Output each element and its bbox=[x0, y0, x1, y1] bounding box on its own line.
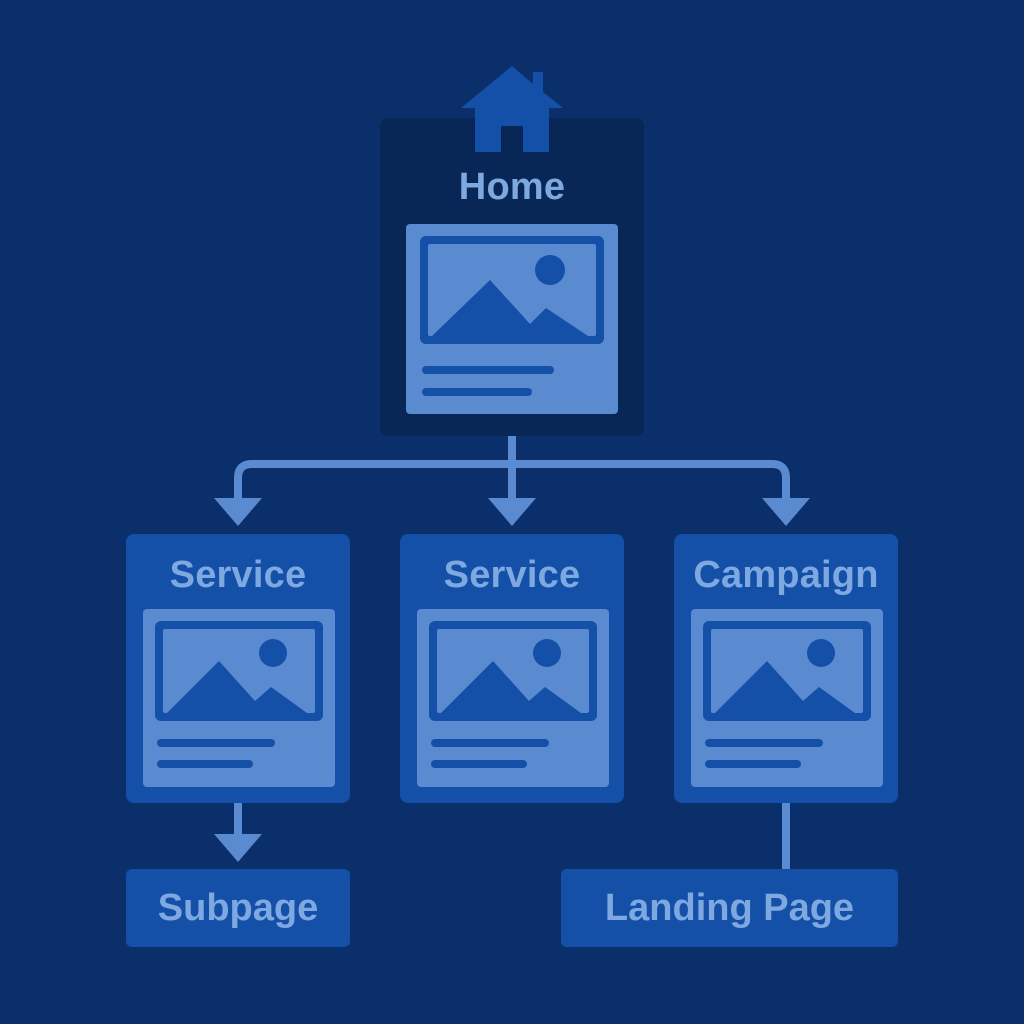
page-card-campaign[interactable]: Campaign bbox=[674, 534, 898, 803]
arrow-down-icon bbox=[762, 498, 810, 526]
image-placeholder-icon bbox=[703, 621, 871, 768]
subpage-box[interactable]: Subpage bbox=[126, 869, 350, 947]
house-icon bbox=[461, 66, 563, 152]
subpage-label: Subpage bbox=[157, 887, 319, 929]
home-thumbnail bbox=[406, 224, 618, 414]
home-card[interactable]: Home bbox=[380, 118, 644, 436]
page-title: Service bbox=[443, 554, 581, 596]
page-thumbnail bbox=[143, 609, 335, 787]
page-thumbnail bbox=[691, 609, 883, 787]
page-card-service-1[interactable]: Service bbox=[126, 534, 350, 803]
page-title: Service bbox=[169, 554, 307, 596]
arrow-down-icon bbox=[214, 498, 262, 526]
arrow-down-icon bbox=[488, 498, 536, 526]
image-placeholder-icon bbox=[155, 621, 323, 768]
home-title: Home bbox=[458, 166, 566, 208]
page-title: Campaign bbox=[693, 554, 879, 596]
image-placeholder-icon bbox=[420, 236, 604, 396]
arrow-down-icon bbox=[214, 834, 262, 862]
image-placeholder-icon bbox=[429, 621, 597, 768]
page-card-service-2[interactable]: Service bbox=[400, 534, 624, 803]
page-thumbnail bbox=[417, 609, 609, 787]
landing-page-label: Landing Page bbox=[604, 887, 855, 929]
landing-page-box[interactable]: Landing Page bbox=[561, 869, 898, 947]
